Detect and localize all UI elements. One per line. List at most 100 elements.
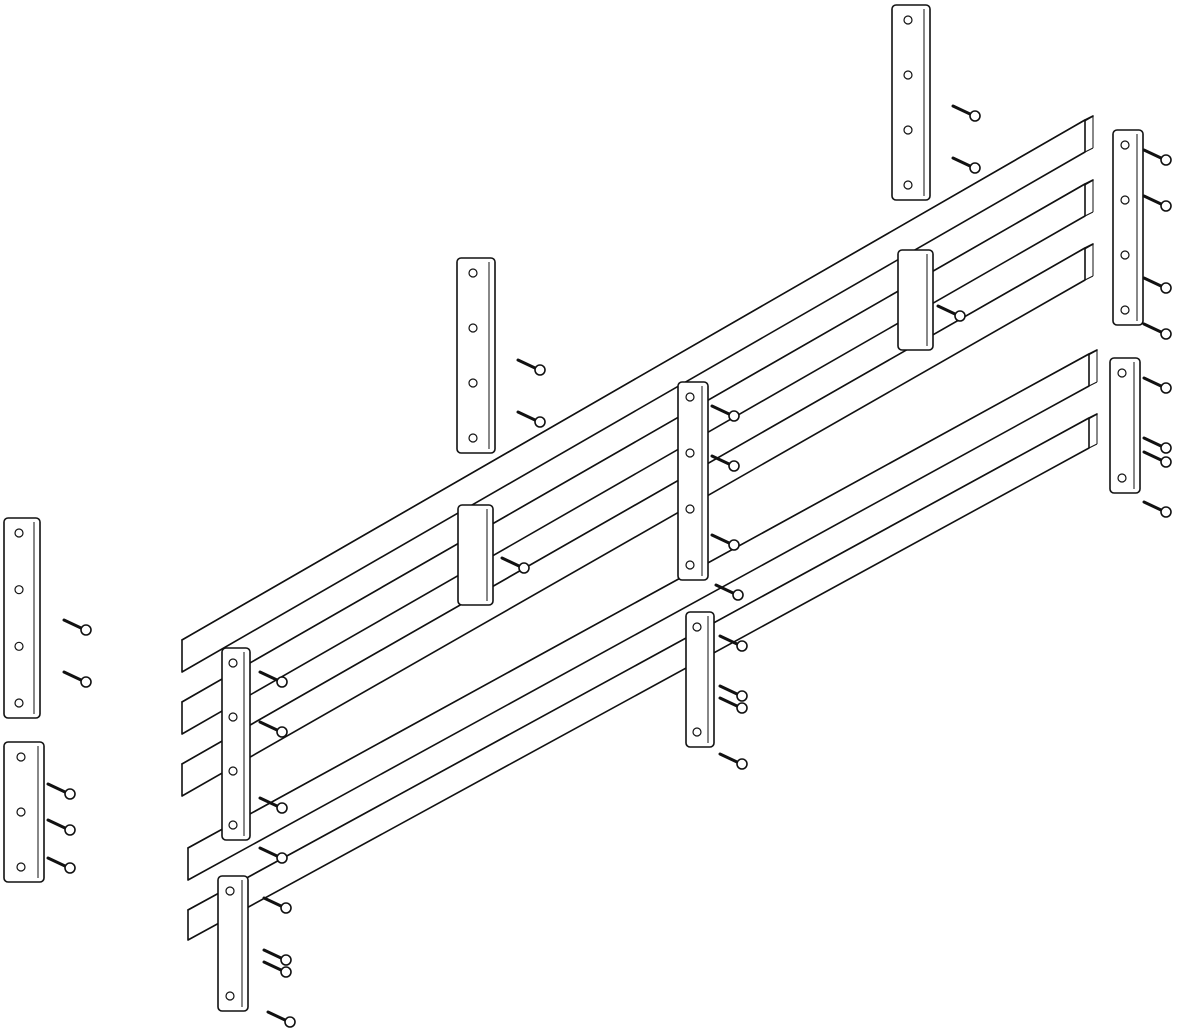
bracket-hole xyxy=(228,820,238,830)
screw-shaft xyxy=(718,752,739,764)
screw-head xyxy=(1160,456,1172,468)
screw-head xyxy=(276,676,288,688)
screw-head xyxy=(64,788,76,800)
screw-head xyxy=(736,640,748,652)
screw-head xyxy=(276,726,288,738)
screw-shaft xyxy=(710,533,731,545)
screw-shaft xyxy=(262,896,283,908)
screw-shaft xyxy=(1142,194,1163,206)
bracket-hole xyxy=(692,727,702,737)
busbar-edge xyxy=(1084,211,1094,217)
screw-head xyxy=(534,416,546,428)
bracket-hole xyxy=(685,504,695,514)
screw-head xyxy=(284,1016,296,1028)
bracket xyxy=(456,257,496,454)
screw-head xyxy=(280,966,292,978)
bracket-hole xyxy=(685,560,695,570)
screw-shaft xyxy=(258,670,279,682)
bracket xyxy=(677,381,709,581)
bracket-hole xyxy=(1120,140,1130,150)
bracket-hole xyxy=(685,392,695,402)
screw-shaft xyxy=(1142,450,1163,462)
screw-head xyxy=(736,690,748,702)
screw-shaft xyxy=(46,782,67,794)
bracket-hole xyxy=(468,378,478,388)
screw-shaft xyxy=(62,670,83,682)
bracket-hole xyxy=(228,712,238,722)
busbar-edge xyxy=(1084,243,1094,249)
screw-head xyxy=(1160,282,1172,294)
bracket-hole xyxy=(225,991,235,1001)
screw-shaft xyxy=(516,358,537,370)
screw-shaft xyxy=(500,556,521,568)
screw-shaft xyxy=(1142,500,1163,512)
screw-shaft xyxy=(1142,376,1163,388)
screw-head xyxy=(276,802,288,814)
bracket xyxy=(1109,357,1141,494)
bracket xyxy=(217,875,249,1012)
screw-head xyxy=(1160,442,1172,454)
busbar-edge xyxy=(1088,349,1098,355)
bracket-hole xyxy=(468,268,478,278)
screw-head xyxy=(64,862,76,874)
screw-shaft xyxy=(951,156,972,168)
screw-head xyxy=(280,954,292,966)
busbar-edge xyxy=(1084,115,1094,121)
bracket-hole xyxy=(903,125,913,135)
screw-shaft xyxy=(936,304,957,316)
screw-shaft xyxy=(262,948,283,960)
bracket-hole xyxy=(903,180,913,190)
bracket-hole xyxy=(903,70,913,80)
screw-shaft xyxy=(258,846,279,858)
bracket-hole xyxy=(1120,250,1130,260)
bracket-hole xyxy=(685,448,695,458)
busbar xyxy=(181,119,1086,673)
busbar-edge xyxy=(1084,147,1094,153)
busbar-edge xyxy=(1088,443,1098,449)
screw-shaft xyxy=(718,684,739,696)
bracket-hole xyxy=(14,698,24,708)
busbar-edge xyxy=(1084,179,1094,185)
screw-head xyxy=(728,539,740,551)
screw-shaft xyxy=(718,696,739,708)
screw-head xyxy=(80,624,92,636)
screw-shaft xyxy=(62,618,83,630)
bracket-hole xyxy=(225,886,235,896)
bracket xyxy=(891,4,931,201)
screw-head xyxy=(969,162,981,174)
bracket xyxy=(221,647,251,841)
screw-shaft xyxy=(1142,148,1163,160)
screw-shaft xyxy=(258,720,279,732)
screw-head xyxy=(80,676,92,688)
screw-shaft xyxy=(46,856,67,868)
busbars xyxy=(181,115,1098,941)
bracket-hole xyxy=(14,528,24,538)
bracket-hole xyxy=(468,433,478,443)
busbar xyxy=(187,353,1090,881)
bracket-hole xyxy=(903,15,913,25)
bracket xyxy=(457,504,494,606)
screw-head xyxy=(64,824,76,836)
screw-head xyxy=(736,702,748,714)
screw-head xyxy=(1160,382,1172,394)
screw-head xyxy=(969,110,981,122)
bracket xyxy=(1112,129,1144,326)
busbar-edge xyxy=(1084,275,1094,281)
bracket xyxy=(897,249,934,351)
screws xyxy=(46,104,1172,1028)
screw-shaft xyxy=(266,1010,287,1022)
screw-head xyxy=(736,758,748,770)
bracket-hole xyxy=(692,622,702,632)
bracket-hole xyxy=(14,641,24,651)
bracket-hole xyxy=(14,585,24,595)
screw-head xyxy=(1160,328,1172,340)
screw-head xyxy=(728,410,740,422)
bracket-hole xyxy=(1120,305,1130,315)
screw-head xyxy=(280,902,292,914)
screw-head xyxy=(1160,506,1172,518)
screw-head xyxy=(732,589,744,601)
screw-shaft xyxy=(1142,436,1163,448)
screw-head xyxy=(518,562,530,574)
screw-head xyxy=(534,364,546,376)
